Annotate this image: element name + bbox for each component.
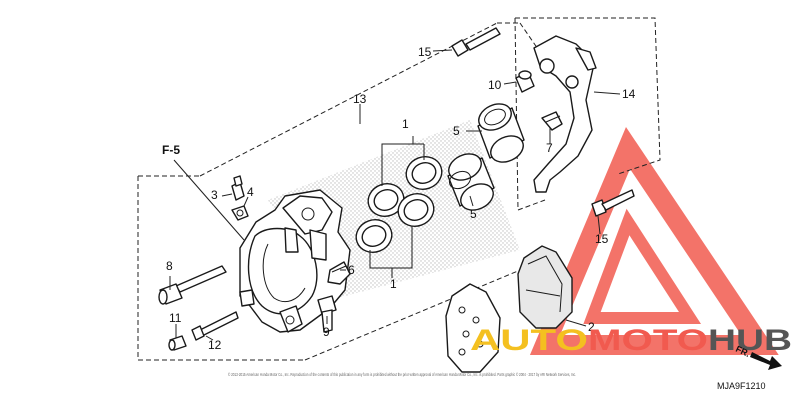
brake-pads-2 [445,245,573,373]
callout-7: 7 [546,141,553,155]
callout-13: 13 [353,92,367,106]
caliper-body [239,189,351,333]
pistons-5 [447,103,525,211]
callout-11: 11 [169,311,182,325]
boot-10 [515,70,535,93]
section-ref-label: F-5 [162,143,180,157]
callout-15-lower: 15 [595,232,609,246]
callout-9: 9 [323,325,330,339]
callout-4: 4 [247,185,254,199]
callout-5-top: 5 [453,124,460,138]
callout-3: 3 [211,188,218,202]
callout-2: 2 [588,320,595,334]
callout-1-bottom: 1 [390,277,397,291]
callout-6: 6 [348,263,355,277]
watermark-hub: HUB [708,324,792,357]
callout-labels: F-5 13 1 1 15 10 5 5 14 7 15 3 4 6 8 9 1… [162,45,636,352]
retainer-spring-7 [541,111,563,131]
boot-11 [168,335,187,351]
copyright-notice: © 2013-2015 American Honda Motor Co., In… [228,371,576,377]
caliper-bracket-14 [533,35,597,193]
callout-1-top: 1 [402,117,409,131]
bolt-15-lower [591,189,635,217]
callout-15-top: 15 [418,45,432,59]
bolt-15-top [451,27,501,57]
callout-14: 14 [622,87,636,101]
leader-lines [169,49,621,341]
watermark-logo [529,127,779,355]
bleeder-cap-4 [231,205,249,221]
watermark-moto: MOTO [588,324,708,357]
watermark-triangle [529,127,779,355]
callout-10: 10 [488,78,502,92]
bleeder-screw-3 [231,175,245,201]
callout-12: 12 [208,338,222,352]
pin-bolt-8 [158,265,227,305]
front-arrow-icon [750,352,782,370]
callout-5-bottom: 5 [470,207,477,221]
diagram-code: MJA9F1210 [717,381,766,391]
watermark-text: AUTO MOTO HUB [470,324,792,357]
watermark-triangle-inner [583,208,702,324]
callout-8: 8 [166,259,173,273]
piston-seals-1 [355,156,443,253]
pin-12 [191,311,239,341]
assembly-outline-13 [137,17,661,361]
watermark-auto: AUTO [470,324,588,357]
